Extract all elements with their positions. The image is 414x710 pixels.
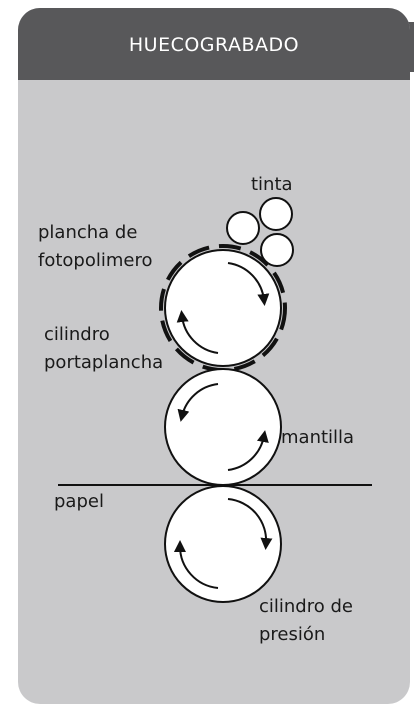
plate-cylinder-rotation-arrow-bottom [176, 310, 219, 354]
paper-label: papel [54, 491, 104, 512]
pressure-cylinder-label-line2: presión [259, 624, 325, 645]
pressure-cylinder-label-line1: cilindro de [259, 596, 353, 617]
pressure-cylinder [164, 485, 282, 603]
ink-roller-3 [260, 233, 294, 267]
pressure-cylinder-rotation-arrow-top [227, 498, 273, 550]
ink-roller-1 [226, 211, 260, 245]
blanket-cylinder-rotation-arrow-top [177, 383, 219, 422]
plate-label-line1: plancha de [38, 222, 137, 243]
blanket-cylinder-rotation-arrow-bottom [227, 430, 269, 471]
plate-cylinder-label-line2: portaplancha [44, 352, 163, 373]
ink-roller-2 [259, 197, 293, 231]
blanket-cylinder [164, 368, 282, 486]
plate-cylinder-label-line1: cilindro [44, 324, 110, 345]
ink-label: tinta [251, 174, 293, 195]
plate-cylinder-rotation-arrow-top [227, 262, 270, 306]
plate-cylinder [164, 249, 282, 367]
pressure-cylinder-rotation-arrow-bottom [173, 540, 219, 589]
card-header: HUECOGRABADO [18, 8, 410, 80]
plate-label-line2: fotopolimero [38, 250, 153, 271]
card-title: HUECOGRABADO [128, 34, 300, 56]
blanket-label: mantilla [281, 427, 354, 448]
